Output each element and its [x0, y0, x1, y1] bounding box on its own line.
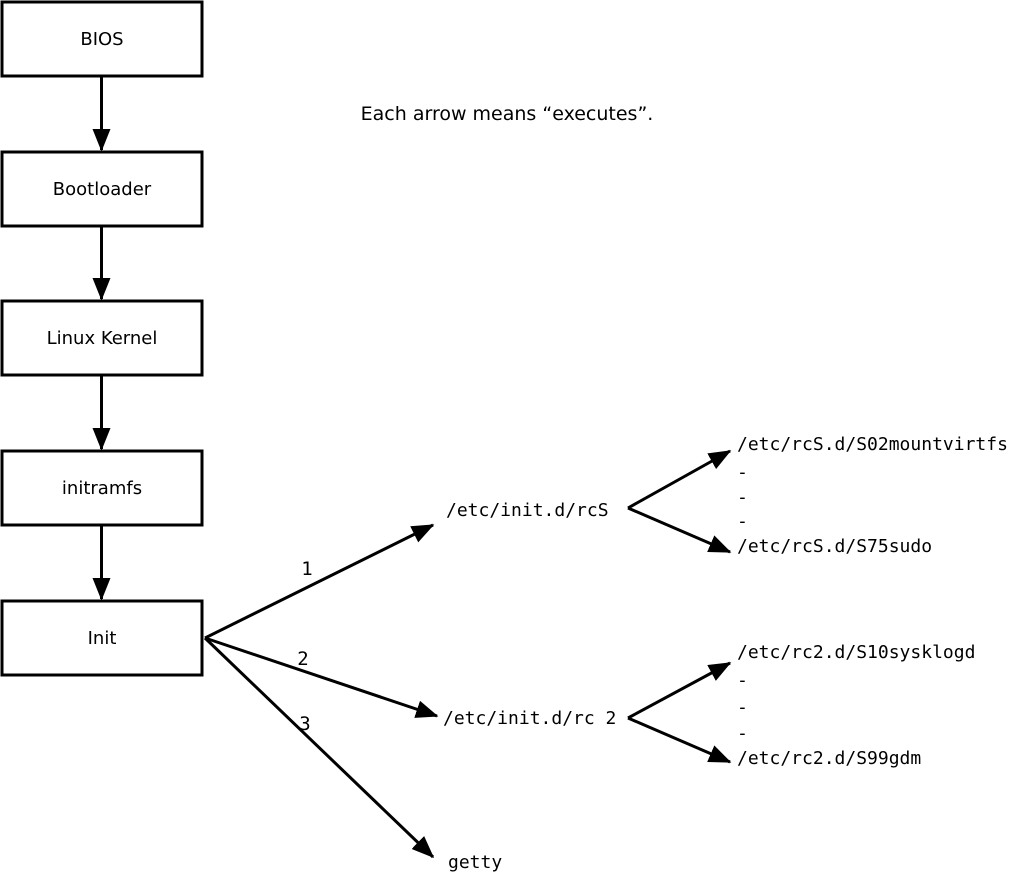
- rc2-last-script-label: /etc/rc2.d/S99gdm: [737, 748, 921, 769]
- arrow-init-to-rcS: [204, 523, 435, 640]
- rc2-script-label: /etc/init.d/rc 2: [443, 708, 616, 729]
- bios-box-label: BIOS: [80, 29, 123, 50]
- rcS-dash-1: -: [737, 462, 748, 483]
- arrow-init-to-rc2: [204, 636, 439, 718]
- init-box: [0, 599, 204, 677]
- initramfs-box: [0, 449, 204, 527]
- rc2-first-script-label: /etc/rc2.d/S10sysklogd: [737, 642, 975, 663]
- init-branch-1: 1 /etc/init.d/rcS: [204, 500, 609, 640]
- init-box-label: Init: [88, 628, 117, 649]
- arrow-rc2-to-last-script: [627, 716, 732, 764]
- arrow-rc2-to-first-script: [627, 661, 732, 720]
- flow-box-initramfs: initramfs: [0, 449, 204, 527]
- arrow-init-to-getty: [203, 636, 435, 859]
- init-branch-2: 2 /etc/init.d/rc 2: [204, 636, 616, 729]
- rcS-fan: /etc/rcS.d/S02mountvirtfs - - - /etc/rcS…: [627, 434, 1008, 557]
- bootloader-box-label: Bootloader: [53, 179, 152, 200]
- flow-box-bios: BIOS: [0, 0, 204, 78]
- bios-box: [0, 0, 204, 78]
- rc2-dash-1: -: [737, 670, 748, 691]
- bootloader-box: [0, 150, 204, 228]
- diagram-note: Each arrow means “executes”.: [361, 103, 654, 125]
- flow-box-bootloader: Bootloader: [0, 150, 204, 228]
- init-branch-3: 3 getty: [203, 636, 502, 873]
- rcS-dash-2: -: [737, 487, 748, 508]
- initramfs-box-label: initramfs: [62, 478, 142, 499]
- arrow-rcS-to-first-script: [627, 449, 732, 510]
- rc2-dash-3: -: [737, 723, 748, 744]
- arrow-rcS-to-last-script: [627, 506, 732, 554]
- linux-kernel-box-label: Linux Kernel: [47, 328, 158, 349]
- getty-label: getty: [448, 852, 502, 873]
- rc2-fan: /etc/rc2.d/S10sysklogd - - - /etc/rc2.d/…: [627, 642, 975, 769]
- branch-3-number: 3: [299, 713, 310, 735]
- rcS-dash-3: -: [737, 511, 748, 532]
- rcS-script-label: /etc/init.d/rcS: [446, 500, 609, 521]
- flow-box-init: Init: [0, 599, 204, 677]
- rcS-last-script-label: /etc/rcS.d/S75sudo: [737, 536, 932, 557]
- rcS-first-script-label: /etc/rcS.d/S02mountvirtfs: [737, 434, 1008, 455]
- flow-box-linux-kernel: Linux Kernel: [0, 299, 204, 377]
- rc2-dash-2: -: [737, 697, 748, 718]
- branch-2-number: 2: [297, 648, 308, 670]
- branch-1-number: 1: [301, 558, 312, 580]
